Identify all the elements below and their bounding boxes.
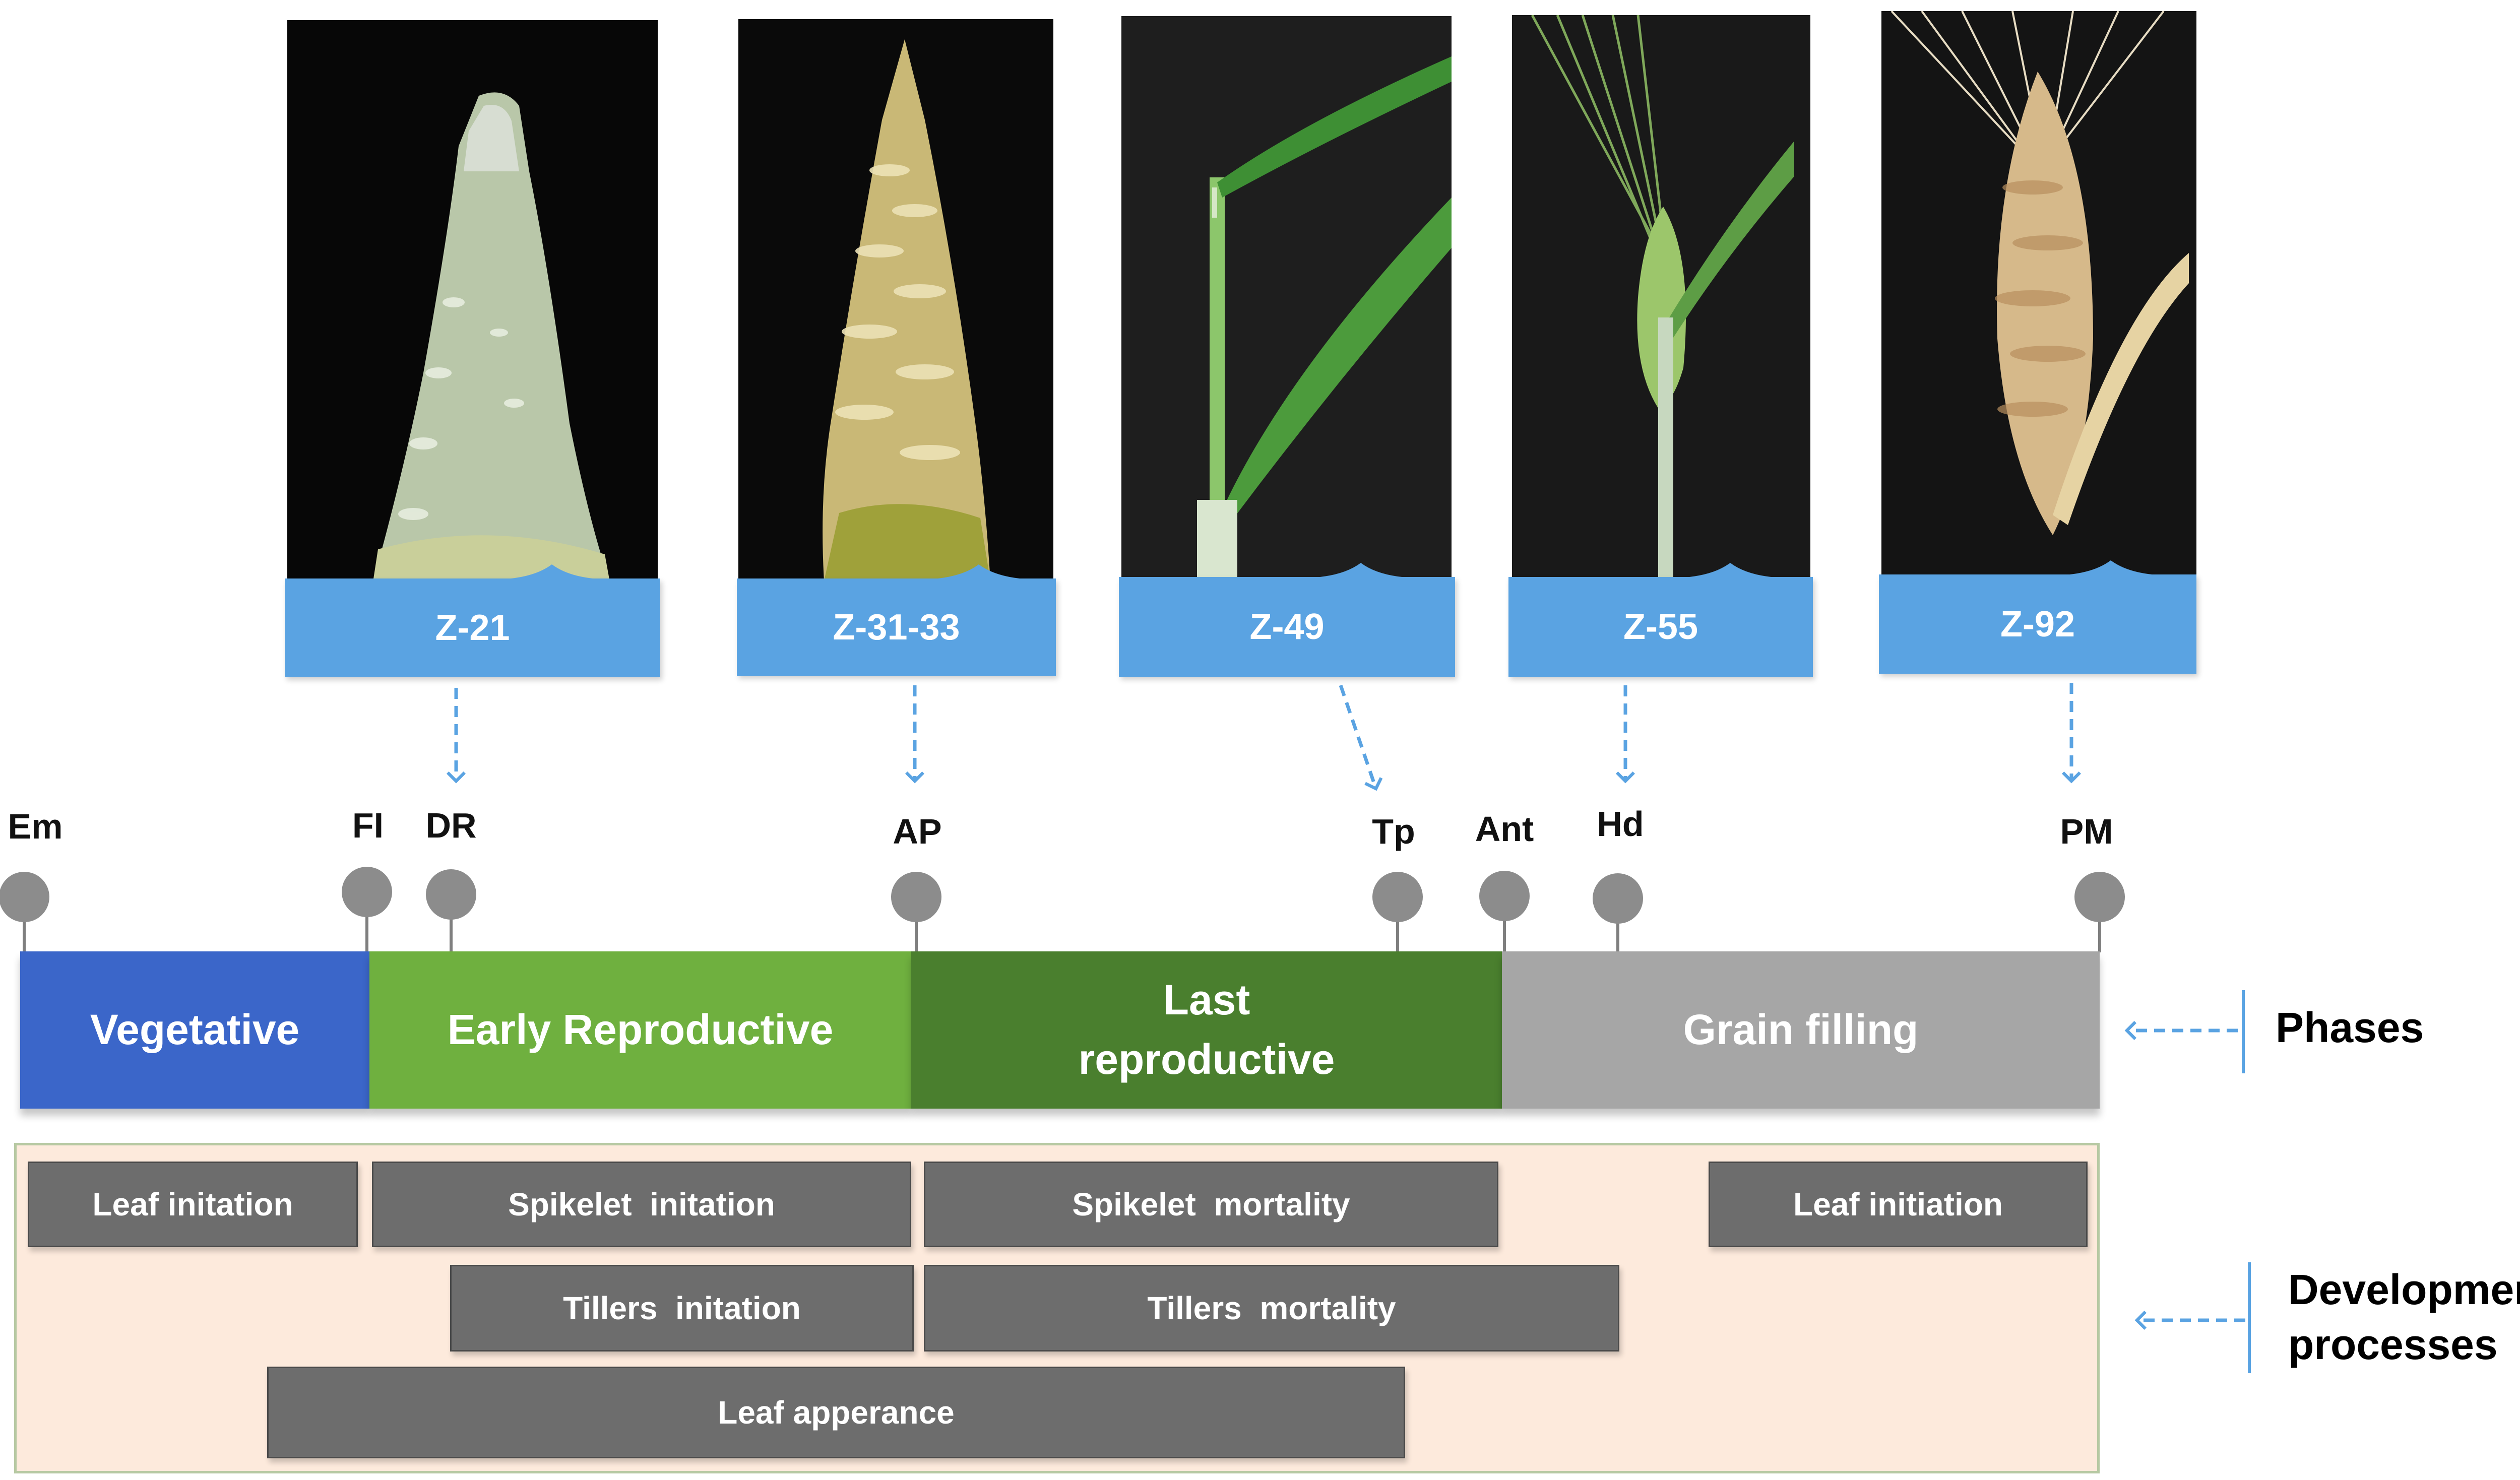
photo-z21-apex [287,20,658,582]
phase-grain-filling: Grain filling [1502,951,2100,1109]
phase-early-reproductive: Early Reproductive [369,951,911,1109]
marker-label-ant: Ant [1475,809,1534,849]
stage-label-z49: Z-49 [1119,563,1455,677]
process-spikelet-mortality: Spikelet mortality [924,1162,1498,1247]
marker-pin-pm [2074,872,2125,922]
stage-label-text: Z-92 [2000,604,2075,645]
process-spikelet-initation: Spikelet initation [372,1162,911,1247]
stage-label-z31-33: Z-31-33 [737,564,1056,676]
marker-pin-stem [365,892,368,952]
marker-pin-stem [1396,897,1399,952]
phase-last-reproductive: Last reproductive [911,951,1502,1109]
marker-pin-fi [342,867,392,917]
marker-label-tp: Tp [1372,812,1415,851]
stage-label-text: Z-55 [1623,607,1698,647]
photo-z31-33-spike [738,19,1053,581]
marker-pin-stem [1616,898,1619,952]
marker-label-ap: AP [893,812,942,851]
process-leaf-initation: Leaf initation [28,1162,358,1247]
stage-label-z21: Z-21 [285,564,660,677]
stage-label-z92: Z-92 [1879,560,2196,674]
marker-pin-em [0,872,49,922]
photo-z49-boot [1121,16,1452,581]
arrow-z49 [1339,684,1383,791]
development-side-label-line2: processes [2288,1321,2498,1369]
marker-label-pm: PM [2060,812,2113,851]
marker-pin-ap [891,872,941,922]
stage-label-z55: Z-55 [1508,563,1813,677]
marker-pin-stem [23,897,26,952]
phase-label: Early Reproductive [447,1006,834,1054]
marker-pin-stem [1503,896,1506,952]
marker-pin-hd [1593,873,1643,924]
marker-pin-stem [450,894,453,952]
process-tillers-initation: Tillers initation [450,1265,914,1352]
process-leaf-apperance: Leaf apperance [267,1367,1405,1458]
process-tillers-mortality: Tillers mortality [924,1265,1619,1352]
development-side-label-line1: Development [2288,1266,2520,1313]
stage-label-text: Z-21 [435,608,510,648]
marker-label-dr: DR [425,806,477,845]
development-side-label: Development processes [2288,1262,2520,1372]
marker-pin-dr [426,869,476,920]
marker-pin-tp [1372,872,1423,922]
phase-label: Grain filling [1683,1006,1919,1054]
photo-z55-heading [1512,15,1810,581]
marker-label-fi: FI [352,806,384,845]
marker-label-em: Em [8,807,63,846]
process-leaf-initiation: Leaf initiation [1709,1162,2088,1247]
stage-label-text: Z-49 [1249,607,1325,647]
marker-pin-stem [2098,897,2101,952]
phases-bracket [2242,990,2245,1073]
marker-pin-stem [915,897,918,952]
marker-label-hd: Hd [1597,804,1644,844]
photo-z92-maturity [1881,11,2196,578]
phase-vegetative: Vegetative [20,951,369,1109]
stage-label-text: Z-31-33 [833,607,960,648]
phases-side-label: Phases [2276,1004,2424,1051]
marker-pin-ant [1479,871,1530,921]
phase-label: Vegetative [90,1006,300,1054]
development-bracket [2248,1262,2251,1373]
phase-label: Last reproductive [1078,976,1335,1083]
